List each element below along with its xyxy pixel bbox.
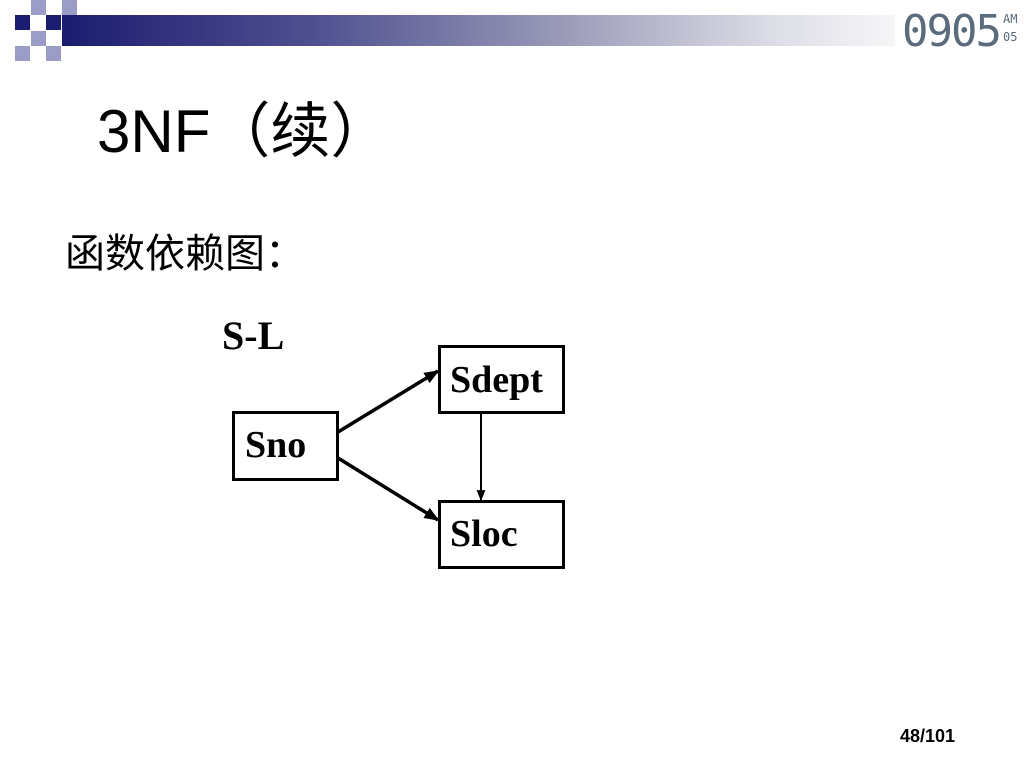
node-label-sdept: Sdept	[450, 359, 543, 401]
clock-time: 0905	[902, 6, 1002, 57]
decor-square	[15, 46, 30, 61]
node-box-sno	[232, 411, 339, 481]
dependency-diagram: Sno Sdept Sloc	[232, 345, 565, 569]
clock-seconds: 05	[1003, 30, 1018, 44]
node-box-sloc	[438, 500, 565, 569]
arrow-sno-to-sloc	[337, 456, 440, 522]
page-number: 48/101	[900, 726, 956, 746]
slide-title: 3NF（续）	[97, 98, 391, 165]
decor-square	[46, 46, 61, 61]
node-label-sloc: Sloc	[450, 513, 518, 555]
diagram-name: S-L	[222, 313, 285, 358]
clock-display: 0905 AM 05	[902, 10, 1022, 54]
decor-square	[62, 0, 77, 15]
decor-square	[31, 31, 46, 46]
decor-square	[31, 0, 46, 15]
decor-square	[15, 15, 30, 30]
header-gradient-bar	[62, 15, 895, 46]
clock-ampm: AM	[1003, 12, 1018, 26]
decor-square	[46, 15, 61, 30]
node-label-sno: Sno	[245, 424, 306, 466]
arrow-sno-to-sdept	[337, 369, 440, 434]
body-label: 函数依赖图：	[65, 231, 305, 276]
node-box-sdept	[438, 345, 565, 414]
